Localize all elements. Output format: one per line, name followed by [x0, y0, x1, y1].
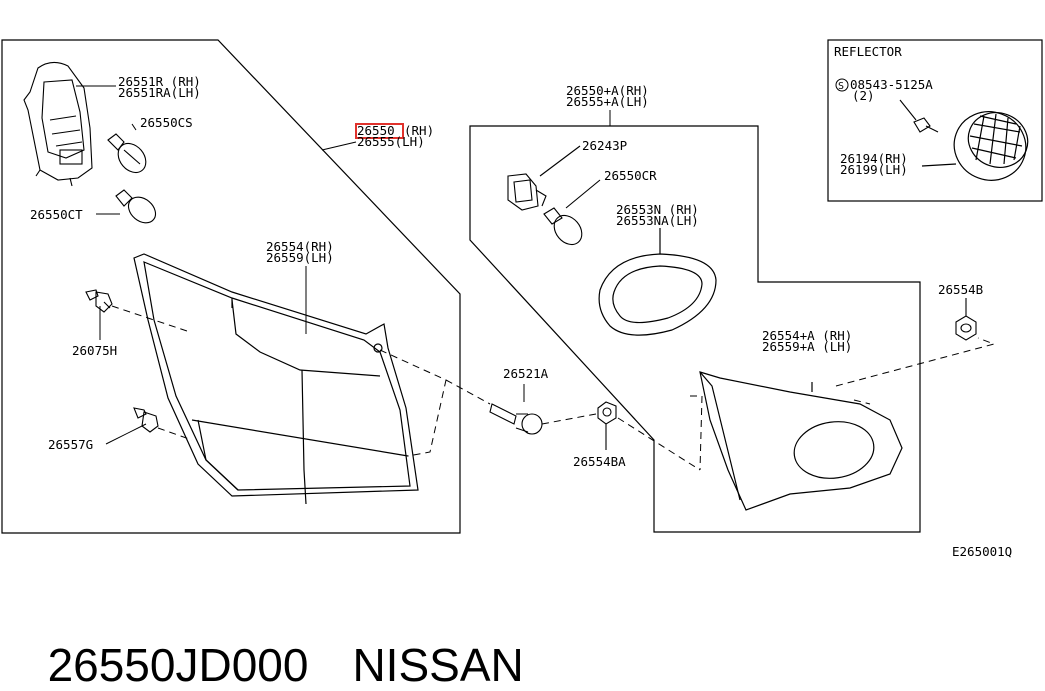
reflector-lens-icon	[921, 111, 1029, 181]
left-leader-lines	[76, 85, 525, 445]
part-caption: 26550JD000 NISSAN	[22, 596, 568, 688]
label-26555: 26555(LH)	[357, 134, 425, 149]
nut-26554ba-icon	[597, 401, 617, 450]
socket-26243p-icon	[507, 145, 581, 211]
right-panel-outline	[469, 125, 921, 533]
label-26555a: 26555+A(LH)	[566, 94, 649, 109]
label-08543: 08543-5125A	[850, 77, 933, 92]
label-26550-highlighted: 26550	[357, 123, 395, 138]
label-26550cs: 26550CS	[140, 115, 193, 130]
label-26557g: 26557G	[48, 437, 93, 452]
label-26551r: 26551R (RH)	[118, 74, 201, 89]
brand-name: NISSAN	[352, 639, 524, 691]
part-number: 26550JD000	[47, 639, 309, 691]
tail-lamp-outer-icon	[133, 253, 419, 505]
label-26550-rh: (RH)	[404, 123, 434, 138]
bulb-cr-icon	[543, 179, 601, 246]
label-08543-qty: (2)	[852, 88, 875, 103]
label-26553na: 26553NA(LH)	[616, 213, 699, 228]
label-26243p: 26243P	[582, 138, 627, 153]
label-s-mark: S	[838, 81, 844, 92]
diagram-code: E265001Q	[952, 544, 1012, 559]
bolt-26521a-icon	[489, 403, 543, 435]
label-26551ra: 26551RA(LH)	[118, 85, 201, 100]
bulb-cs-icon	[107, 133, 147, 174]
clip-26075h-icon	[85, 289, 113, 313]
label-26554: 26554(RH)	[266, 239, 334, 254]
label-26550ct: 26550CT	[30, 207, 83, 222]
label-26075h: 26075H	[72, 343, 117, 358]
label-reflector: REFLECTOR	[834, 44, 902, 59]
tail-lamp-inner-icon	[699, 371, 903, 511]
socket-harness-icon	[23, 61, 93, 187]
label-26554a: 26554+A (RH)	[762, 328, 852, 343]
label-26554b: 26554B	[938, 282, 983, 297]
label-26559: 26559(LH)	[266, 250, 334, 265]
nut-26554b-icon	[955, 298, 977, 341]
right-dashed-guides	[541, 337, 996, 471]
reflector-inset-box	[827, 39, 1043, 202]
left-dashed-guides	[111, 305, 491, 457]
label-26550a: 26550+A(RH)	[566, 83, 649, 98]
s-mark-circle	[835, 78, 849, 92]
screw-08543-icon	[899, 99, 939, 133]
label-26559a: 26559+A (LH)	[762, 339, 852, 354]
gasket-26553n-icon	[598, 228, 717, 336]
clip-26557g-icon	[133, 407, 159, 433]
label-26194: 26194(RH)	[840, 151, 908, 166]
label-26521a: 26521A	[503, 366, 549, 381]
label-26553n: 26553N (RH)	[616, 202, 699, 217]
label-26550cr: 26550CR	[604, 168, 657, 183]
highlight-box	[355, 123, 404, 139]
left-panel-outline	[1, 39, 461, 534]
bulb-ct-icon	[115, 189, 157, 224]
label-26554ba: 26554BA	[573, 454, 626, 469]
label-26199: 26199(LH)	[840, 162, 908, 177]
